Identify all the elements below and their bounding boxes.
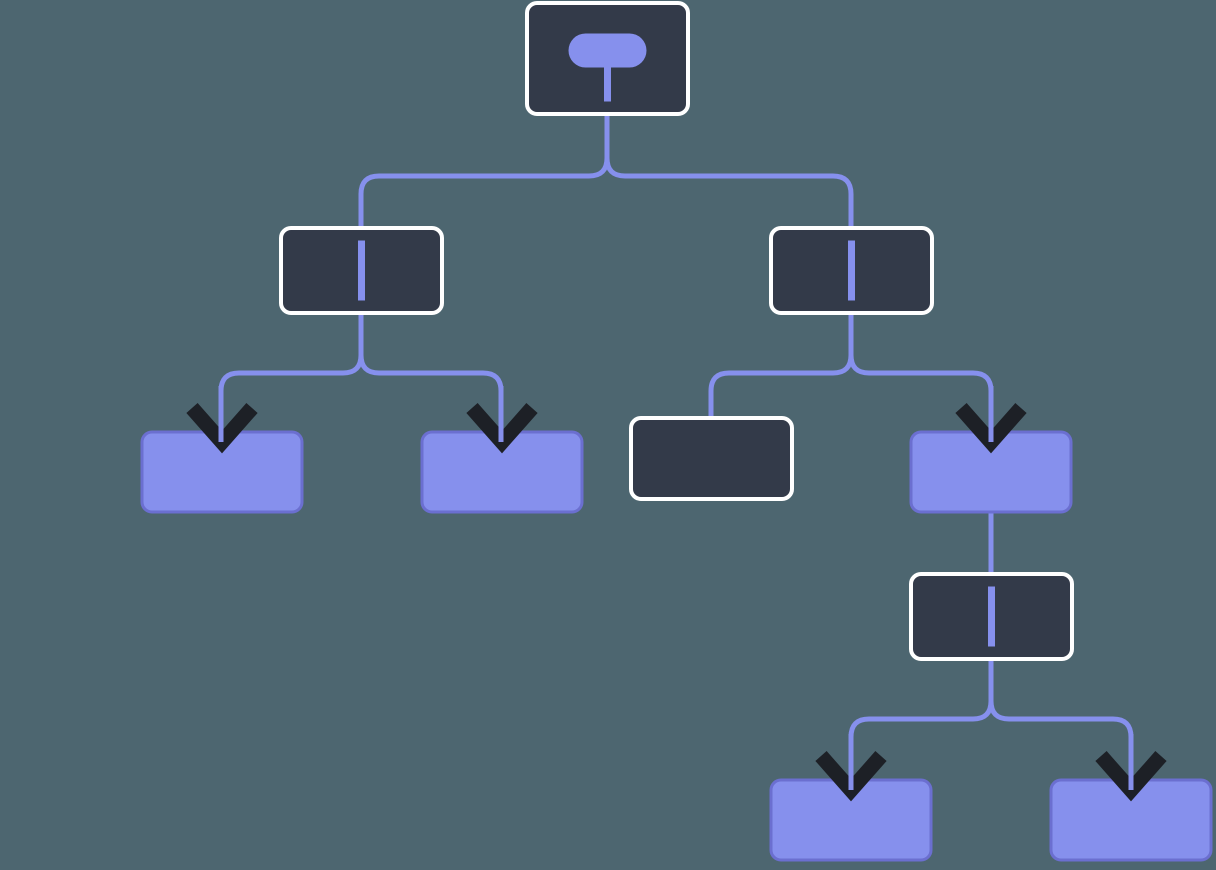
arrowhead-layer [186,386,1167,802]
vertical-bar-glyph [988,586,995,647]
empty-dark-node[interactable] [629,416,794,501]
node-layer [140,1,1213,862]
edge-branch-right-to-leaf-d[interactable] [848,313,994,432]
edge-root-to-branch-right[interactable] [604,114,854,228]
pill-glyph [568,33,647,68]
pill-stem-glyph [604,65,611,102]
vertical-bar-glyph [848,240,855,301]
edge-branch-left-to-leaf-b[interactable] [358,313,504,432]
edge-branch-right-to-empty[interactable] [708,313,854,418]
branch-node-left[interactable] [279,226,444,315]
empty-dark-node-box[interactable] [629,416,794,501]
edge-sub-branch-to-leaf-f[interactable] [988,659,1134,780]
edge-root-to-branch-left[interactable] [358,114,610,228]
sub-branch-node[interactable] [909,572,1074,661]
branch-node-right[interactable] [769,226,934,315]
edge-layer [218,114,1134,780]
vertical-bar-glyph [358,240,365,301]
root-node[interactable] [525,1,690,116]
